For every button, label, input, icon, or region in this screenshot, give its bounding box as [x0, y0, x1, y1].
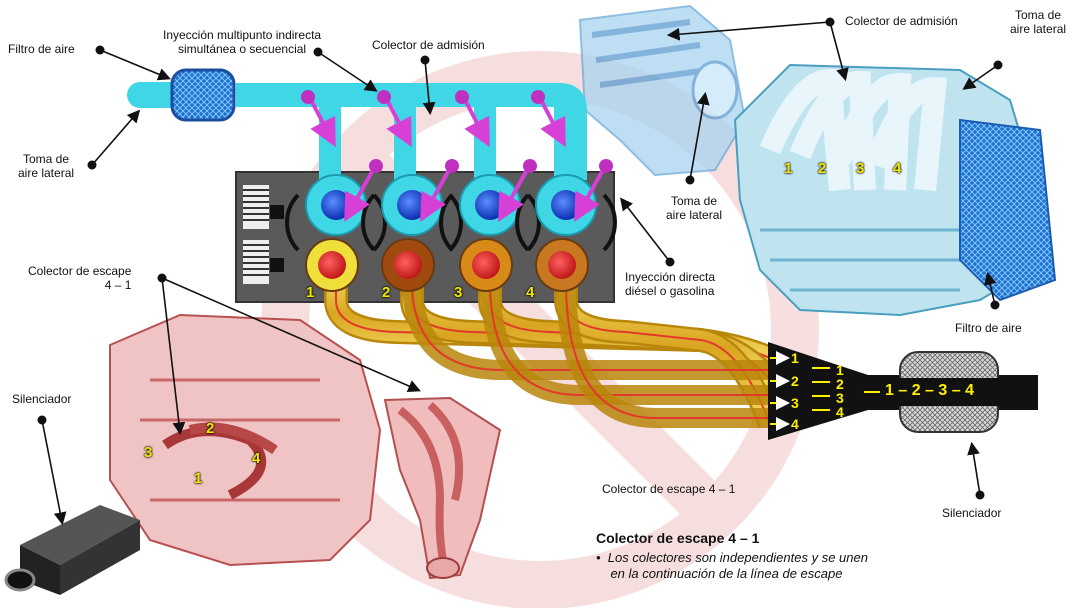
label-intake-manifold-right: Colector de admisión [845, 14, 958, 28]
intake-valve [551, 190, 581, 220]
intake-valve [397, 190, 427, 220]
intake-ports [285, 174, 617, 252]
merge-input-number: 2 [791, 373, 799, 389]
head-fins [243, 185, 284, 284]
intake-valve [321, 190, 351, 220]
exhaust-pipes [324, 270, 782, 429]
cylinder-number: 1 [306, 284, 315, 301]
exhaust-valve [318, 251, 346, 279]
exhaust-valve [548, 251, 576, 279]
indirect-injector [538, 97, 566, 148]
label-side-intake-right: Toma de aire lateral [1010, 8, 1067, 36]
merge-input-number: 4 [791, 416, 799, 432]
left-engine-port-number: 4 [252, 450, 261, 467]
exhaust-valve [472, 251, 500, 279]
header-illustration [383, 396, 502, 580]
cylinder-number: 2 [382, 284, 391, 301]
muffler-left-illustration [4, 505, 140, 595]
indirect-injector-head [455, 90, 469, 104]
right-engine-runner-number: 3 [856, 160, 865, 177]
direct-injector [344, 167, 376, 223]
leader-lines [41, 21, 999, 526]
cylinder-number: 4 [526, 284, 535, 301]
indirect-injector [308, 97, 336, 148]
label-silencer-left: Silenciador [12, 392, 72, 406]
leader-dots [37, 17, 1003, 500]
indirect-injector [384, 97, 412, 148]
direct-injector [420, 167, 452, 223]
chamber-arc [285, 193, 300, 252]
exhaust-runner-flow [411, 279, 770, 371]
chamber-arc [602, 193, 617, 252]
direct-injector-head [445, 159, 459, 173]
label-intake-manifold-center: Colector de admisión [372, 38, 485, 52]
left-engine-port-number: 2 [206, 420, 215, 437]
merge-input-number: 1 [791, 350, 799, 366]
injectors [301, 90, 613, 223]
left-engine-port-number: 1 [194, 470, 203, 487]
direct-injector-head [523, 159, 537, 173]
firing-order: 1 – 2 – 3 – 4 [885, 382, 974, 399]
merge-mid-number: 2 [836, 376, 844, 392]
merge-arrows [770, 351, 880, 431]
chamber-arc [439, 193, 454, 252]
direct-injector-head [369, 159, 383, 173]
cylinder-number: 3 [454, 284, 463, 301]
caption-bullet: • Los colectores son independientes y se… [596, 550, 868, 581]
engine-right-illustration [733, 63, 1057, 317]
exhaust-runner-flow [565, 279, 770, 419]
exhaust-runner-flow [489, 279, 770, 396]
right-engine-runner-number: 1 [784, 160, 793, 177]
exhaust-ports [305, 238, 589, 292]
indirect-injector-head [301, 90, 315, 104]
label-side-intake-center: Toma de aire lateral [666, 194, 723, 222]
label-exhaust-manifold-bottom: Colector de escape 4 – 1 [602, 482, 736, 496]
merge-mid-number: 3 [836, 390, 844, 406]
label-direct-injection: Inyección directa diésel o gasolina [625, 270, 716, 298]
indirect-injector-head [377, 90, 391, 104]
intake-valve [475, 190, 505, 220]
label-exhaust-manifold-left: Colector de escape 4 – 1 [28, 264, 132, 292]
label-air-filter-right: Filtro de aire [955, 321, 1022, 335]
caption-title: Colector de escape 4 – 1 [596, 530, 760, 546]
merge-mid-number: 1 [836, 362, 844, 378]
air-filter-left-illustration [170, 68, 236, 122]
chamber-arc [372, 193, 387, 252]
exhaust-valve [394, 251, 422, 279]
chamber-arc [448, 193, 463, 252]
label-air-filter-left: Filtro de aire [8, 42, 75, 56]
left-engine-port-number: 3 [144, 444, 153, 461]
label-silencer-right: Silenciador [942, 506, 1002, 520]
right-engine-runner-number: 2 [818, 160, 827, 177]
engine-left-illustration [109, 313, 382, 567]
direct-injector [574, 167, 606, 223]
direct-injector [498, 167, 530, 223]
merge-input-number: 3 [791, 395, 799, 411]
right-engine-runner-number: 4 [893, 160, 902, 177]
direct-injector-head [599, 159, 613, 173]
indirect-injector [462, 97, 490, 148]
merge-collector [768, 342, 1038, 440]
indirect-injector-head [531, 90, 545, 104]
intake-manifold-illustration [578, 4, 747, 177]
label-side-intake-left: Toma de aire lateral [18, 152, 75, 180]
merge-mid-number: 4 [836, 404, 844, 420]
chamber-arc [526, 193, 541, 252]
label-multipoint-injection: Inyección multipunto indirecta simultáne… [163, 28, 322, 56]
